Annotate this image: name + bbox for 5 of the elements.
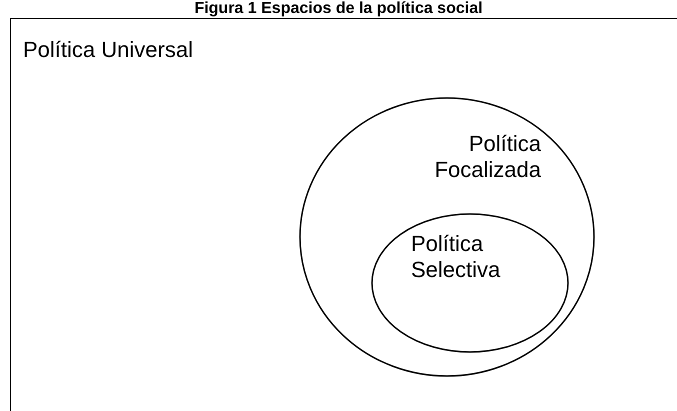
region-label: Política Selectiva xyxy=(411,231,502,283)
region-box xyxy=(10,18,677,411)
figure-title: Figura 1 Espacios de la política social xyxy=(193,0,484,18)
region-label: Política Focalizada xyxy=(434,131,541,183)
region-label: Política Universal xyxy=(23,37,194,63)
